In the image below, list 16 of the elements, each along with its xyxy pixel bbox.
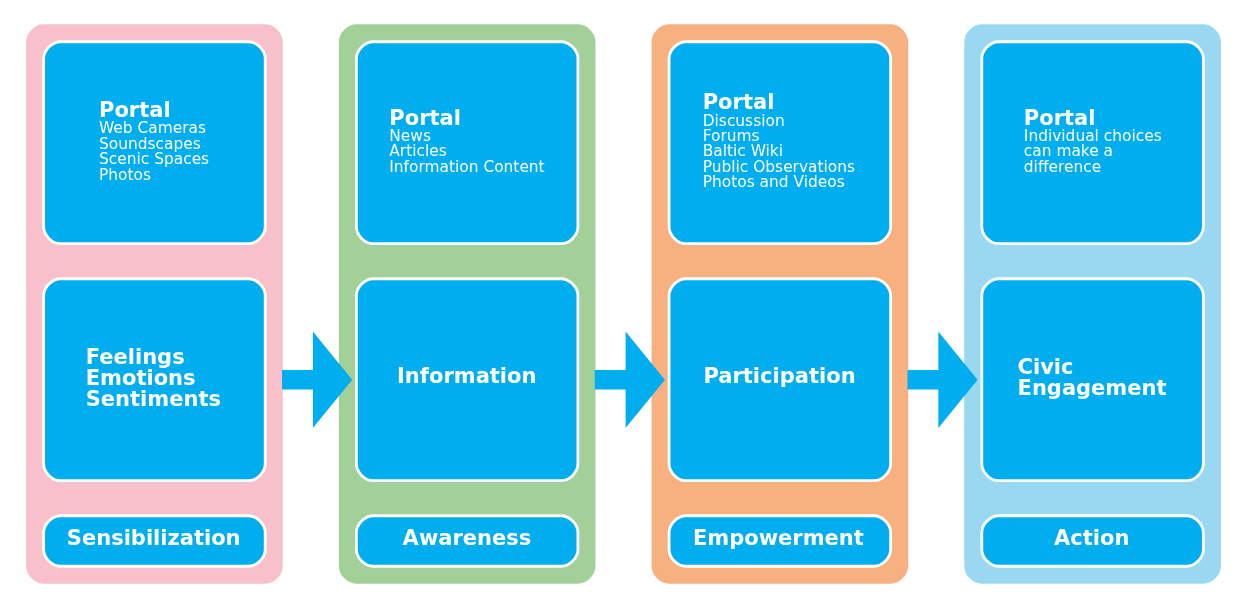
cluster bbox=[338, 24, 595, 584]
node-box: Portal Web Cameras Soundscapes Scenic Spaces Photos bbox=[41, 40, 267, 246]
node-box: Portal Individual choices can make a difference bbox=[979, 40, 1205, 246]
node-box: Action bbox=[979, 514, 1205, 568]
cluster bbox=[963, 24, 1221, 584]
node-box: Participation bbox=[667, 277, 892, 483]
node-box: Civic Engagement bbox=[979, 277, 1205, 483]
node-box: Portal Discussion Forums Baltic Wiki Public Observations Photos and Videos bbox=[667, 40, 892, 246]
node-box: Feelings Emotions Sentiments bbox=[41, 277, 267, 483]
node-box: Empowerment bbox=[667, 514, 892, 568]
node-box: Information bbox=[354, 277, 579, 483]
node-box: Portal News Articles Information Content bbox=[354, 40, 579, 246]
cluster bbox=[25, 24, 283, 584]
node-box: Sensibilization bbox=[41, 514, 267, 568]
node-box: Awareness bbox=[354, 514, 579, 568]
cluster bbox=[651, 24, 908, 584]
